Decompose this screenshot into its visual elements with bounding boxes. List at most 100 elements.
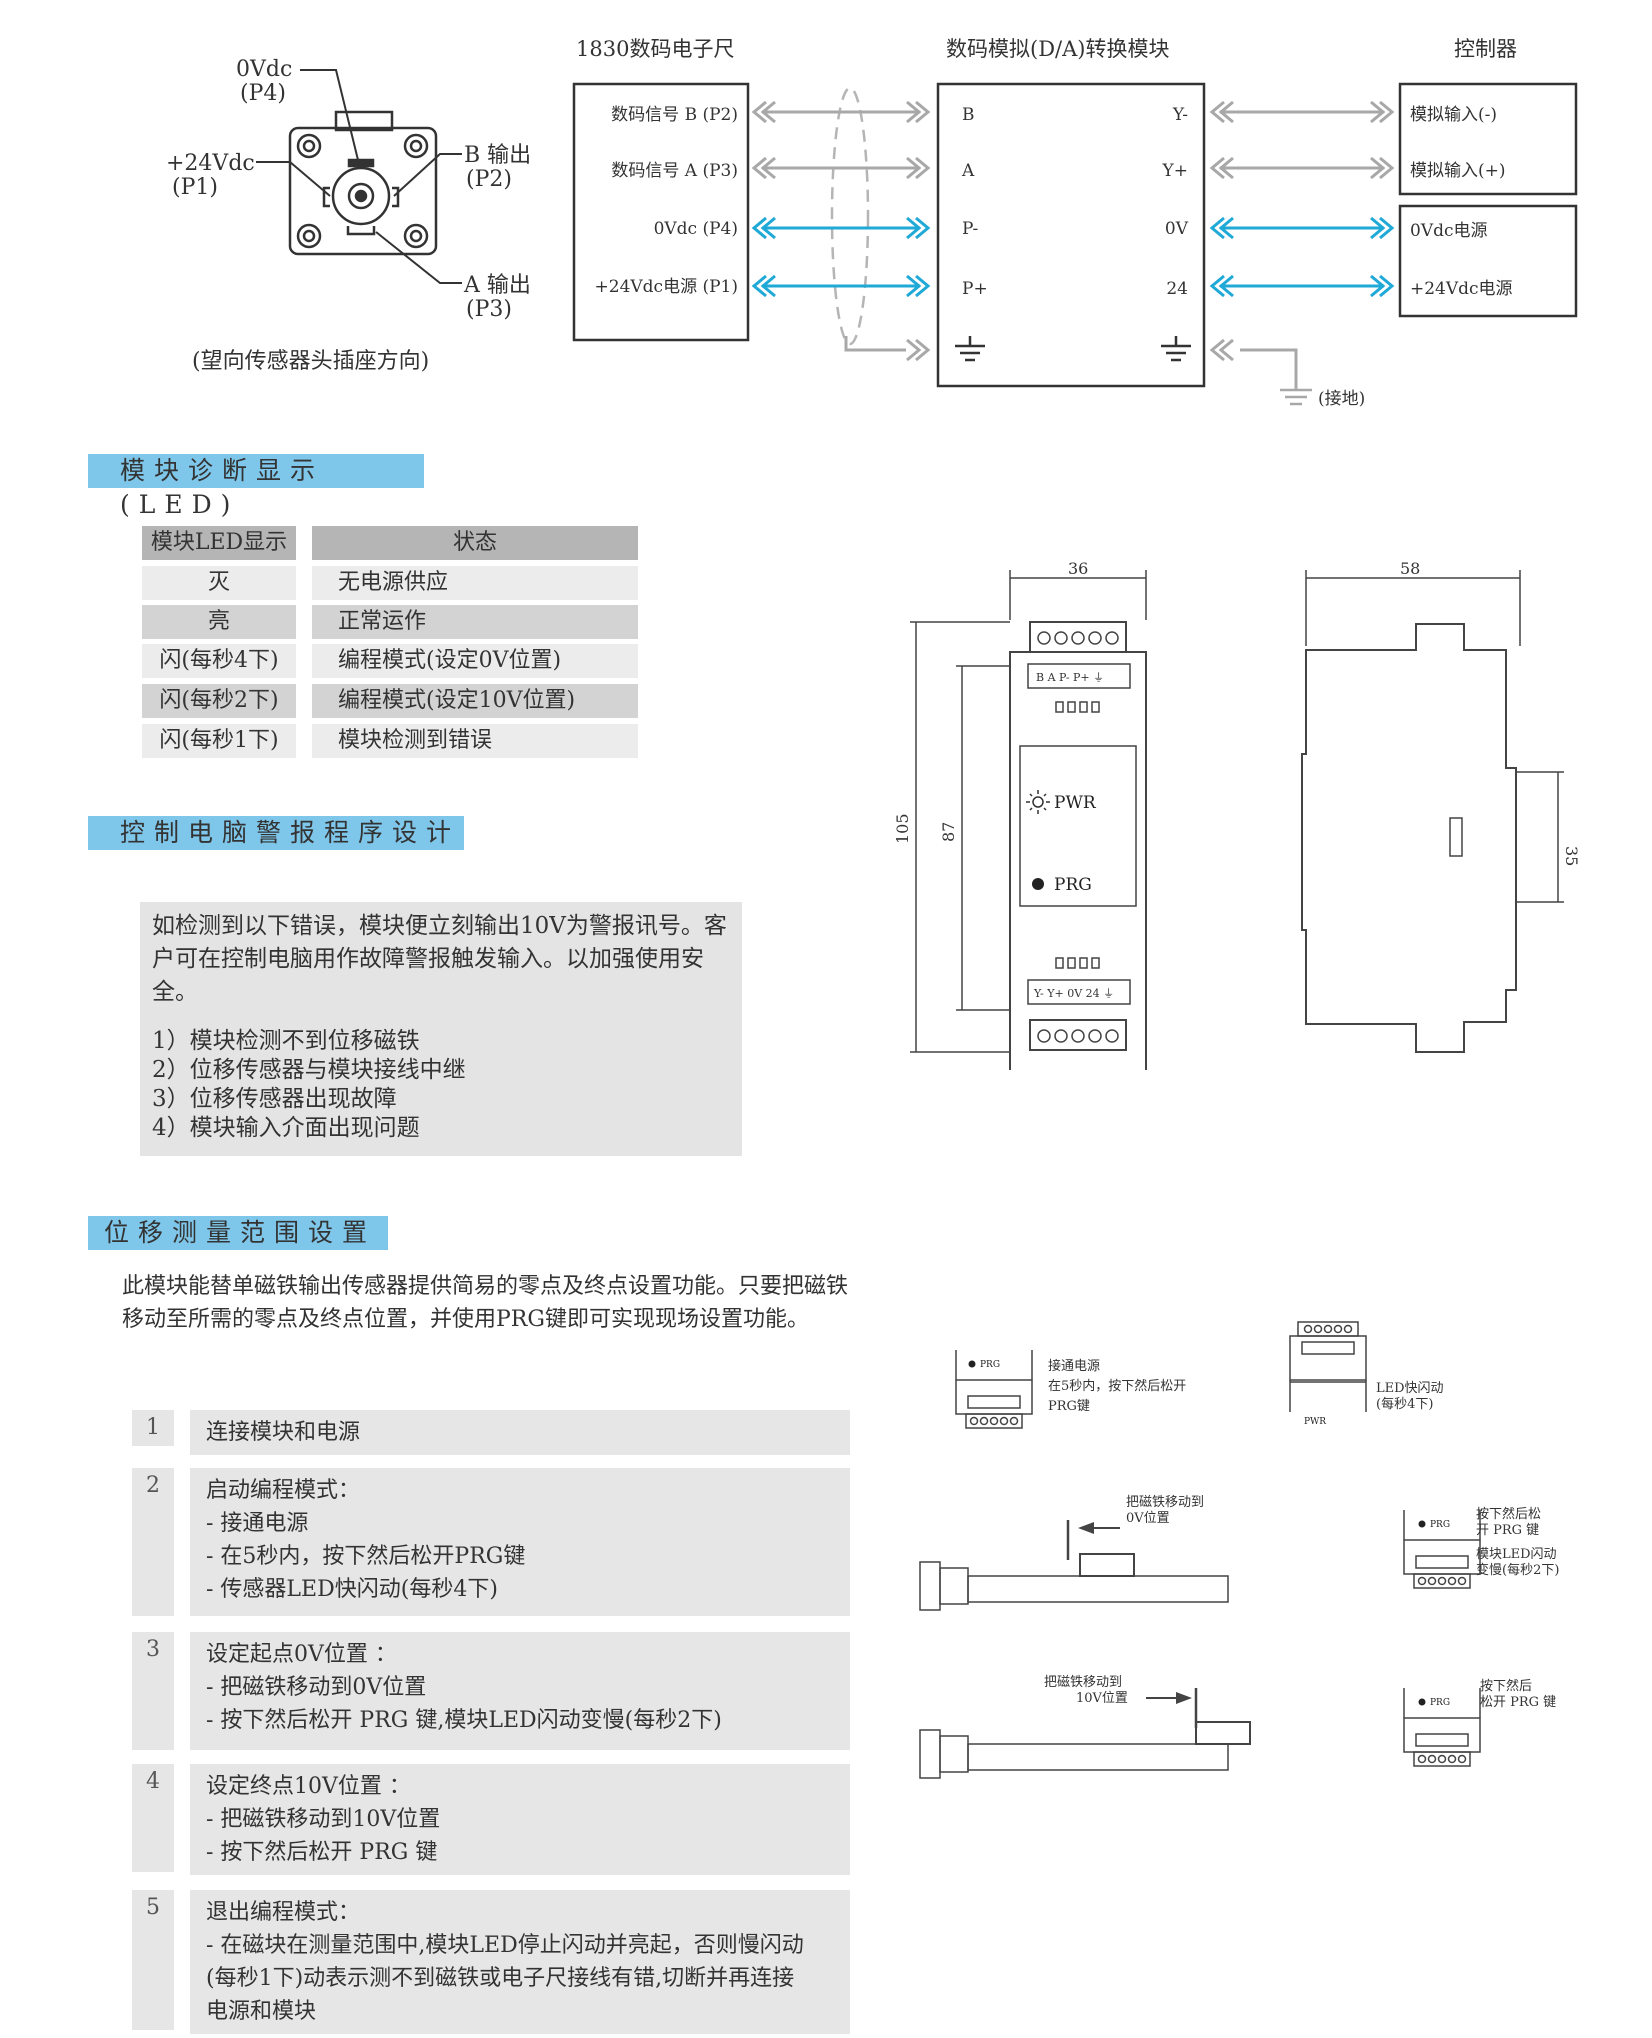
terminal-screw <box>1037 631 1051 645</box>
controller-analog-box <box>1398 82 1578 196</box>
led-row-3-led: 闪(每秒4下) <box>142 644 296 678</box>
alarm-box: 如检测到以下错误，模块便立刻输出10V为警报讯号。客户可在控制电脑用作故障警报触… <box>140 902 742 1156</box>
ruler-title: 1830数码电子尺 <box>576 37 734 61</box>
terminal-screw <box>1054 1029 1068 1043</box>
dim-58: 58 <box>1400 559 1420 578</box>
pin-p1-number: (P1) <box>172 175 218 200</box>
module-ground-icons <box>955 336 1191 362</box>
range-intro: 此模块能替单磁铁输出传感器提供简易的零点及终点设置功能。只要把磁铁移动至所需的零… <box>122 1274 849 1332</box>
led-row-2-state: 正常运作 <box>312 605 638 639</box>
ruler-row-4: +24Vdc电源 (P1) <box>595 277 738 297</box>
step-text: 设定终点10V位置 ：- 把磁铁移动到10V位置- 按下然后松开 PRG 键 <box>190 1764 850 1875</box>
ruler-box <box>572 82 750 342</box>
illus-2-pwr-label: PWR <box>1304 1417 1326 1427</box>
dim-36: 36 <box>1068 559 1088 578</box>
step-line: - 按下然后松开 PRG 键 <box>206 1840 438 1865</box>
step-line: 连接模块和电源 <box>206 1420 361 1445</box>
vent-slot <box>1079 701 1088 713</box>
wiring-diagram: 0Vdc (P4) +24Vdc (P1) B 输出 (P2) A 输出 (P3… <box>166 37 1578 409</box>
mini-module-power-on <box>955 1350 1033 1429</box>
shield-wire <box>844 336 906 352</box>
alarm-item-4: 4）模块输入介面出现问题 <box>152 1115 420 1141</box>
led-row-3-state: 编程模式(设定0V位置) <box>312 644 638 678</box>
terminal-screw <box>1037 1029 1051 1043</box>
pin-p2-label: B 输出 <box>464 143 531 168</box>
illus-4-prg-icon <box>1418 1698 1426 1706</box>
pin-p4-label: 0Vdc <box>236 57 292 82</box>
led-col-header: 模块LED显示 <box>142 526 296 560</box>
ruler-module-arrow <box>751 274 931 298</box>
illus-d4: 变慢(每秒2下) <box>1476 1562 1559 1578</box>
dim-87: 87 <box>939 822 958 842</box>
step-line: - 传感器LED快闪动(每秒4下) <box>206 1577 498 1602</box>
vent-slot <box>1055 701 1064 713</box>
illus-d1: 按下然后松 <box>1476 1506 1541 1522</box>
bottom-terminal-label: Y- Y+ 0V 24 ⏚ <box>1033 987 1114 1000</box>
vent-slot <box>1067 701 1076 713</box>
led-row-5-led: 闪(每秒1下) <box>142 724 296 758</box>
illus-c1: 把磁铁移动到 <box>1126 1495 1204 1510</box>
pin-p2-number: (P2) <box>466 167 512 192</box>
programming-illustrations: 接通电源 在5秒内，按下然后松开 PRG键 LED快闪动 (每秒4下) 把磁铁移… <box>919 1321 1559 1779</box>
connector-caption: (望向传感器头插座方向) <box>192 349 429 374</box>
top-terminal-block <box>1037 631 1119 713</box>
step-text: 启动编程模式： - 接通电源 - 在5秒内，按下然后松开PRG键 - 传感器LED快闪… <box>190 1468 850 1616</box>
mini-module-set-10v <box>1403 1688 1481 1767</box>
illus-e2: 10V位置 <box>1076 1691 1128 1706</box>
alarm-section-header: 控制电脑警报程序设计 <box>88 816 464 850</box>
illus-f1: 按下然后 <box>1480 1678 1532 1694</box>
external-ground-icon <box>1280 388 1312 406</box>
module-box <box>936 82 1206 388</box>
module-term-0v: 0V <box>1165 219 1189 239</box>
led-row-1-led: 灭 <box>142 566 296 600</box>
illus-b2: (每秒4下) <box>1376 1396 1433 1412</box>
dimension-drawing: 36 58 105 87 35 B A P- P+ ⏚ Y- Y+ 0V 24 … <box>893 559 1581 1070</box>
step-line: 电源和模块 <box>206 1999 317 2024</box>
connection-arrows <box>751 100 1395 362</box>
external-ground-wire <box>1240 348 1298 390</box>
step-line: - 把磁铁移动到0V位置 <box>206 1675 427 1700</box>
module-term-b: B <box>962 105 975 125</box>
step-number: 4 <box>132 1764 174 1872</box>
module-term-a: A <box>961 161 975 181</box>
prg-label: PRG <box>1054 875 1092 895</box>
step-line: - 把磁铁移动到10V位置 <box>206 1807 441 1832</box>
step-line: - 在5秒内，按下然后松开PRG键 <box>206 1544 526 1569</box>
controller-row-1: 模拟输入(-) <box>1410 105 1497 125</box>
pin-p3-number: (P3) <box>466 297 512 322</box>
vent-slot <box>1091 701 1100 713</box>
step-line: 退出编程模式： <box>206 1900 361 1925</box>
vent-slot <box>1067 957 1076 969</box>
illus-d2: 开 PRG 键 <box>1476 1523 1539 1538</box>
led-row-1-state: 无电源供应 <box>312 566 638 600</box>
step-line: - 在磁块在测量范围中,模块LED停止闪动并亮起，否则慢闪动 <box>206 1933 804 1958</box>
step-text: 设定起点0V位置 ：- 把磁铁移动到0V位置- 按下然后松开 PRG 键,模块L… <box>190 1632 850 1750</box>
step-number: 3 <box>132 1632 174 1750</box>
terminal-screw <box>1071 631 1085 645</box>
step-text: 退出编程模式：- 在磁块在测量范围中,模块LED停止闪动并亮起，否则慢闪动(每秒… <box>190 1890 850 2034</box>
step-line: - 接通电源 <box>206 1511 309 1536</box>
controller-row-4: +24Vdc电源 <box>1410 279 1513 299</box>
state-col-header: 状态 <box>312 526 638 560</box>
dim-35: 35 <box>1562 846 1581 866</box>
illus-a1: 接通电源 <box>1048 1358 1100 1374</box>
pwr-sun-icon <box>1026 790 1050 814</box>
mini-module-fast-blink <box>1289 1321 1367 1412</box>
terminal-screw <box>1088 631 1102 645</box>
shield-ground-arrow <box>906 338 1234 362</box>
module-term-pminus: P- <box>962 219 978 239</box>
step-number: 5 <box>132 1890 174 2030</box>
led-row-4-state: 编程模式(设定10V位置) <box>312 684 638 718</box>
controller-row-2: 模拟输入(+) <box>1410 161 1506 181</box>
terminal-screw <box>1105 631 1119 645</box>
illus-a3: PRG键 <box>1048 1399 1090 1414</box>
ruler-row-1: 数码信号 B (P2) <box>611 105 738 125</box>
step-line: 启动编程模式： <box>206 1478 361 1503</box>
ruler-row-2: 数码信号 A (P3) <box>611 161 738 181</box>
shield-ellipse <box>830 86 870 346</box>
prg-button-icon <box>1032 878 1044 890</box>
illus-4-prg-label: PRG <box>1430 1698 1450 1708</box>
module-controller-arrow <box>1209 156 1395 180</box>
range-section-header: 位移测量范围设置 <box>88 1216 388 1250</box>
led-row-2-led: 亮 <box>142 605 296 639</box>
